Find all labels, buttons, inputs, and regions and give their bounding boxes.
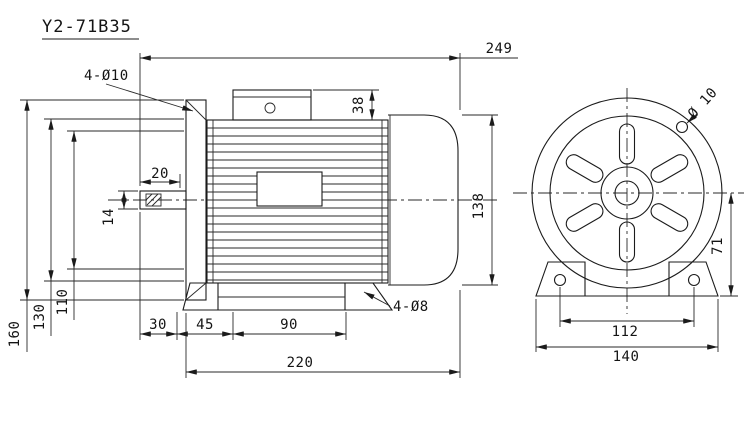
dim-box-height-label: 38 bbox=[351, 96, 367, 114]
right-foot bbox=[668, 261, 719, 297]
dim-foot-width: 140 bbox=[535, 299, 719, 365]
flange-outer-circle bbox=[531, 97, 723, 289]
flange-holes-leader bbox=[105, 83, 194, 112]
left-foot-hole bbox=[553, 273, 567, 287]
ventilation-slots bbox=[565, 123, 689, 263]
dim-foot-hole-span: 112 bbox=[559, 287, 695, 340]
shaft-hole bbox=[614, 180, 640, 206]
mounting-flange bbox=[185, 99, 207, 301]
vent-slot bbox=[618, 123, 636, 165]
vent-slot bbox=[618, 221, 636, 263]
dim-foot-b-label: 45 bbox=[196, 317, 214, 333]
dim-shaft-height-label: 71 bbox=[710, 237, 726, 255]
dim-flange-od-label: 160 bbox=[7, 321, 23, 348]
left-foot bbox=[535, 261, 586, 297]
hub-circle bbox=[600, 166, 654, 220]
dim-flange-holes: 4-Ø10 bbox=[84, 68, 194, 112]
dim-shaft-dia-label: 14 bbox=[101, 208, 117, 226]
dim-spigot-label: 110 bbox=[55, 289, 71, 316]
dim-frame-dia: 138 bbox=[462, 114, 498, 286]
title-block: Y2-71B35 bbox=[42, 17, 139, 40]
front-foot bbox=[182, 282, 219, 311]
dim-foot-c-label: 90 bbox=[280, 317, 298, 333]
dim-foot-holes-label: 4-Ø8 bbox=[393, 299, 429, 315]
flange-chamfers bbox=[185, 99, 207, 301]
vent-slot bbox=[565, 154, 604, 183]
vent-slot bbox=[565, 203, 604, 232]
dim-shaft-step-label: 20 bbox=[151, 166, 169, 182]
dim-foot-a-label: 30 bbox=[149, 317, 167, 333]
dim-bolt-circle-label: 130 bbox=[32, 304, 48, 331]
dim-bolt-circle: 130 bbox=[32, 118, 184, 336]
dim-foot-chain: 30 45 90 bbox=[139, 212, 347, 340]
vent-slot bbox=[650, 203, 689, 232]
side-view: 4-Ø10 249 38 20 14 bbox=[7, 41, 518, 378]
terminal-box bbox=[232, 89, 312, 121]
dim-frame-length: 220 bbox=[185, 290, 461, 378]
dim-box-height: 38 bbox=[313, 89, 379, 120]
dim-foot-width-label: 140 bbox=[613, 349, 640, 365]
flange-inner-circle bbox=[549, 115, 705, 271]
dim-spigot: 110 bbox=[55, 130, 184, 320]
right-foot-hole bbox=[687, 273, 701, 287]
dim-foot-holes: 4-Ø8 bbox=[363, 291, 429, 315]
dim-frame-dia-label: 138 bbox=[471, 193, 487, 220]
flange-bolt-hole bbox=[675, 120, 689, 134]
dim-overall-length-label: 249 bbox=[486, 41, 513, 57]
drawing-title: Y2-71B35 bbox=[42, 17, 132, 37]
dim-overall-length: 249 bbox=[139, 41, 518, 186]
dim-shaft-step: 20 bbox=[140, 166, 181, 188]
foot-holes-leader bbox=[363, 291, 391, 307]
dim-shaft-dia: 14 bbox=[101, 190, 138, 226]
terminal-box-screw bbox=[264, 102, 276, 114]
nameplate bbox=[256, 171, 323, 207]
dim-frame-length-label: 220 bbox=[287, 355, 314, 371]
dim-foot-hole-span-label: 112 bbox=[612, 324, 639, 340]
hole-dia-leader bbox=[686, 113, 698, 124]
vent-slot bbox=[650, 154, 689, 183]
rear-foot bbox=[344, 282, 394, 311]
dim-flange-holes-label: 4-Ø10 bbox=[84, 68, 129, 84]
keyway-hatch bbox=[145, 193, 162, 207]
dim-flange-hole-dia: Ø 10 bbox=[685, 85, 721, 124]
rear-end-cap bbox=[388, 114, 459, 286]
dim-shaft-height: 71 bbox=[710, 193, 738, 297]
dim-flange-od: 160 bbox=[7, 99, 184, 352]
dim-flange-hole-dia-label: Ø 10 bbox=[685, 85, 721, 122]
front-view: Ø 10 71 112 140 bbox=[513, 85, 744, 365]
